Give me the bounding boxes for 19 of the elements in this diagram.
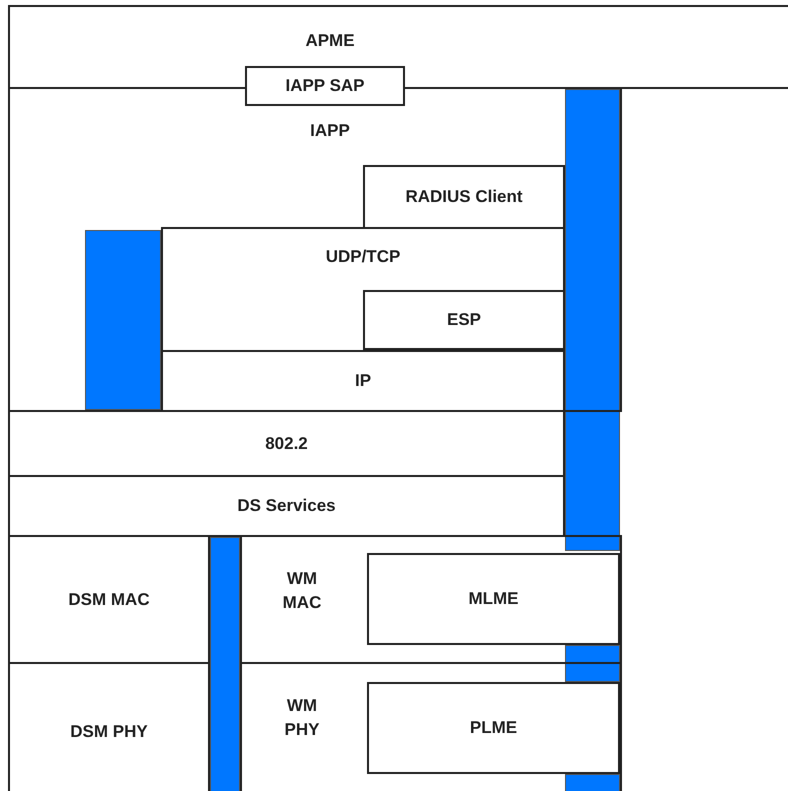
layer-label: APME	[304, 30, 356, 52]
protocol-layer-box	[363, 290, 565, 350]
layer-label: RADIUS Client	[404, 186, 524, 208]
layer-label: ESP	[446, 309, 482, 331]
layer-label: MLME	[467, 588, 520, 610]
layer-label: WM MAC	[282, 568, 322, 614]
layer-label: IAPP SAP	[284, 75, 366, 97]
layer-label: WM PHY	[284, 695, 320, 741]
layer-label: IAPP	[309, 120, 351, 142]
protocol-layer-box	[367, 553, 620, 645]
layer-label: DSM MAC	[67, 588, 151, 610]
layer-label: UDP/TCP	[324, 246, 402, 268]
layer-label: IP	[354, 370, 372, 392]
layer-label: PLME	[468, 717, 518, 739]
protocol-layer-box	[367, 682, 620, 774]
layer-label: DS Services	[236, 495, 337, 517]
layer-label: DSM PHY	[69, 721, 149, 743]
layer-label: 802.2	[264, 432, 309, 454]
protocol-layer-box	[245, 66, 405, 106]
